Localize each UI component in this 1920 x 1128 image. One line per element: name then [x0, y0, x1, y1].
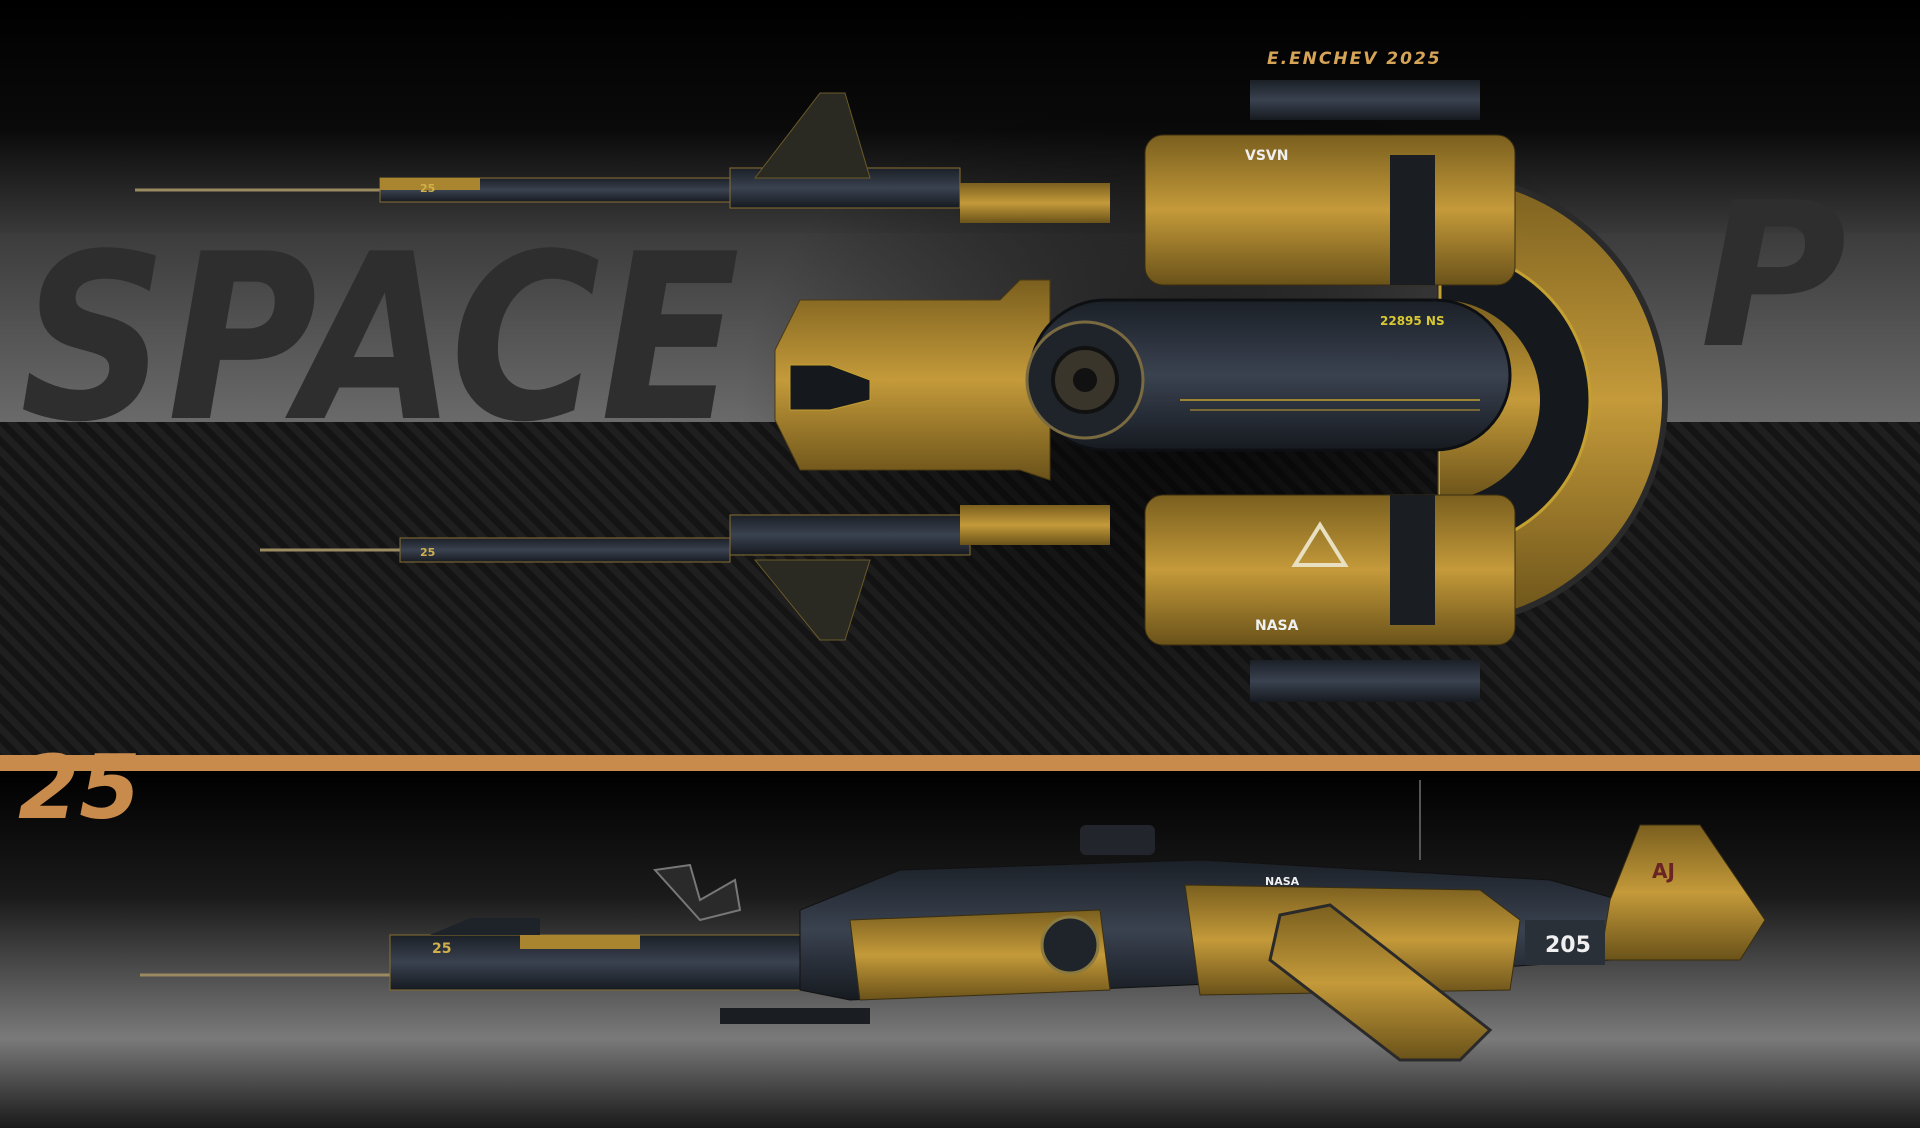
- hull-label-upper: VSVN: [1245, 148, 1288, 164]
- side-gun-number: 25: [432, 941, 451, 957]
- upper-engine-pod: [1144, 134, 1516, 286]
- tail-letters: AJ: [1652, 859, 1675, 883]
- lower-engine-pod: [1144, 494, 1516, 646]
- number-badge: 25: [18, 736, 140, 839]
- side-view-ship: 25 AJ 205 NASA: [140, 780, 1766, 1062]
- lower-gun: 25: [260, 505, 1110, 641]
- pod-marking: 25: [420, 546, 435, 559]
- background-word: SPACE: [20, 206, 740, 473]
- accent-divider: [0, 755, 1920, 771]
- signature: E.ENCHEV 2025: [1267, 49, 1442, 69]
- side-hull-label: NASA: [1265, 875, 1300, 888]
- side-gun: [389, 934, 871, 991]
- registry-label: 22895 NS: [1380, 314, 1445, 328]
- landing-arm: [1268, 903, 1493, 1062]
- background-word-tail: P: [1700, 160, 1847, 393]
- gun-number: 25: [420, 182, 435, 195]
- top-view-ship: 25 25 VSVN NASA 22895: [135, 80, 1668, 702]
- hull-label-lower: NASA: [1255, 618, 1299, 634]
- hull-number: 205: [1545, 933, 1591, 958]
- upper-gun: 25: [135, 92, 1110, 223]
